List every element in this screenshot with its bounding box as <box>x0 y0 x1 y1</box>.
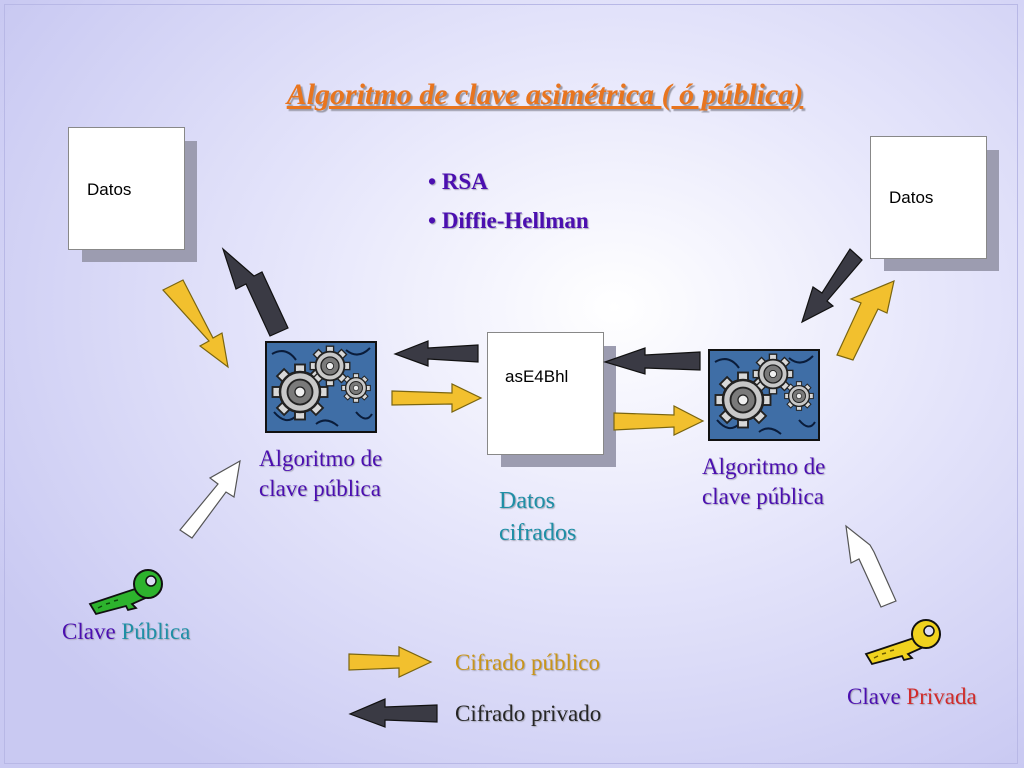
public-arrow-algo-to-cipher <box>391 383 483 413</box>
bullet-list: • RSA • Diffie-Hellman <box>428 162 589 240</box>
gear-icon-left <box>266 342 376 432</box>
legend-private-arrow <box>348 698 438 728</box>
public-arrow-cipher-to-algo-right <box>613 405 705 436</box>
key-arrow-private-to-algo-right <box>845 524 897 608</box>
private-arrow-algo-right-to-cipher <box>603 347 701 375</box>
key-icon-private <box>864 619 941 666</box>
ciphertext-document-label: asE4Bhl <box>505 367 569 386</box>
algorithm-left-label: Algoritmo de clave pública <box>259 446 383 501</box>
key-icon-public <box>88 569 163 616</box>
private-arrow-algo-left-to-datos <box>221 247 289 337</box>
datos-document-right <box>870 136 987 259</box>
legend-private-label: Cifrado privado <box>455 701 602 726</box>
legend-public-arrow <box>348 646 433 678</box>
datos-document-right-label: Datos <box>889 188 934 207</box>
datos-document-left-label: Datos <box>87 180 132 199</box>
slide-title: Algoritmo de clave asimétrica ( ó públic… <box>286 78 804 111</box>
bullet-item-rsa: • RSA <box>428 169 488 194</box>
bullet-item-diffie-hellman: • Diffie-Hellman <box>428 208 589 233</box>
algorithm-right-label: Algoritmo de clave pública <box>702 454 826 509</box>
public-arrow-datos-to-algo-left <box>162 279 229 369</box>
legend-public-label: Cifrado público <box>455 650 600 675</box>
datos-document-left <box>68 127 185 250</box>
ciphertext-label: Datos cifrados <box>499 488 577 546</box>
private-arrow-cipher-to-algo-left <box>393 340 479 367</box>
key-arrow-public-to-algo-left <box>179 459 241 539</box>
private-arrow-datos-to-algo-right <box>800 248 863 324</box>
private-key-label: Clave Privada <box>847 684 977 709</box>
slide-frame <box>4 4 1018 764</box>
public-arrow-algo-right-to-datos <box>836 280 895 361</box>
ciphertext-document <box>487 332 604 455</box>
public-key-label: Clave Pública <box>62 619 191 644</box>
gear-icon-right <box>709 350 819 440</box>
